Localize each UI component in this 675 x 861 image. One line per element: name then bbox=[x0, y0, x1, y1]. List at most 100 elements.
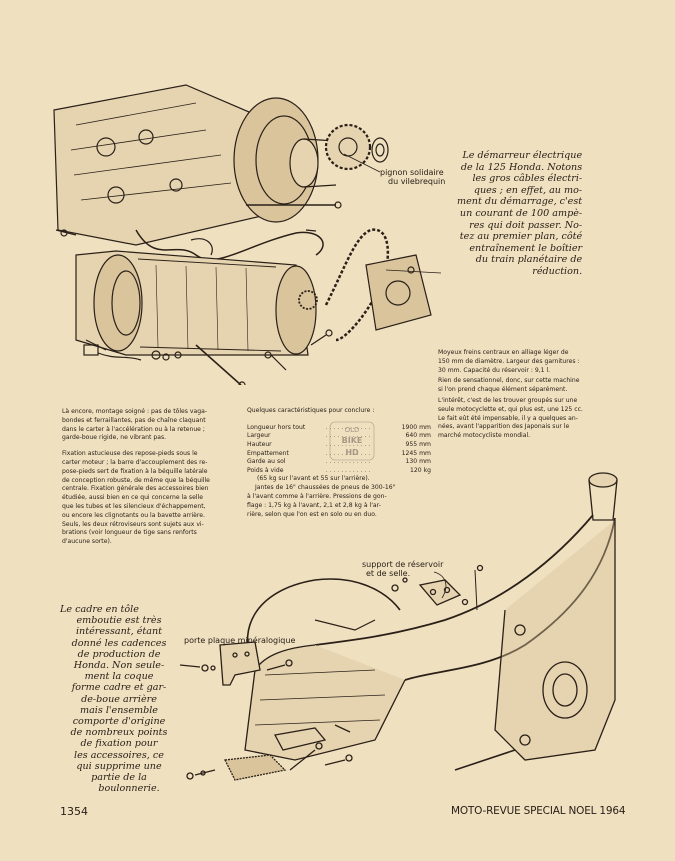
specs-intro: Quelques caractéristiques pour conclure … bbox=[247, 407, 375, 414]
support-label-line-2: et de selle. bbox=[366, 569, 411, 578]
starter-exploded-illustration bbox=[53, 84, 442, 385]
text-line: de conception robuste, de même que la bé… bbox=[62, 476, 210, 484]
text-line: centrale. Fixation générale des accessoi… bbox=[62, 485, 209, 493]
spec-label: Garde au sol bbox=[247, 458, 286, 466]
caption-line: res qui doit passer. No- bbox=[469, 219, 583, 231]
right-paragraph-3: L'intérêt, c'est de les trouver groupés … bbox=[438, 397, 618, 441]
caption-line: tez au premier plan, côté bbox=[459, 231, 583, 243]
starter-caption: Le démarreur électrique de la 125 Honda.… bbox=[457, 150, 582, 278]
support-leader-line bbox=[433, 571, 447, 599]
table-row: Longueur hors tout . . . . . . . . . . .… bbox=[247, 424, 431, 433]
caption-line: du train planétaire de bbox=[475, 254, 583, 266]
pignon-leader-line bbox=[343, 153, 381, 173]
text-line: bondes et ferraillantes, pas de chaîne c… bbox=[62, 416, 206, 424]
text-line: Rien de sensationnel, donc, sur cette ma… bbox=[438, 377, 580, 385]
left-column-text: Là encore, montage soigné : pas de tôles… bbox=[62, 408, 237, 551]
caption-line: ques ; en effet, au mo- bbox=[473, 184, 583, 196]
left-paragraph-2: Fixation astucieuse des repose-pieds sou… bbox=[62, 450, 237, 547]
oldbike-watermark: OLD BIKE HD bbox=[329, 421, 375, 461]
left-paragraph-1: Là encore, montage soigné : pas de tôles… bbox=[62, 408, 237, 443]
spec-label: Largeur bbox=[247, 432, 271, 440]
text-line: rière, selon que l'on est en solo ou en … bbox=[247, 510, 377, 518]
caption-line: réduction. bbox=[532, 265, 583, 277]
pignon-label-line-1: pignon solidaire bbox=[380, 168, 444, 177]
spec-value: 120 kg bbox=[410, 466, 431, 474]
caption-line: un courant de 100 ampè- bbox=[459, 207, 583, 219]
caption-line: de-boue arrière bbox=[81, 693, 157, 705]
text-line: si l'on prend chaque élément séparément. bbox=[438, 386, 568, 394]
text-line: flage : 1,75 kg à l'avant, 2,1 et 2,8 kg… bbox=[247, 501, 381, 509]
spec-value: 955 mm bbox=[405, 440, 431, 448]
caption-line: intéressant, étant bbox=[75, 626, 163, 638]
caption-line: de la 125 Honda. Notons bbox=[460, 161, 583, 173]
spec-dots: . . . . . . . . . . . . bbox=[325, 423, 371, 431]
right-paragraph-1: Moyeux freins centraux en alliage léger … bbox=[438, 349, 618, 375]
text-line: dans le carter à l'accélération ou à la … bbox=[62, 425, 205, 433]
pignon-label: pignon solidaire du vilebrequin bbox=[380, 168, 445, 186]
text-line: garde-boue rigide, ne vibrant pas. bbox=[62, 434, 167, 442]
caption-line: mais l'ensemble bbox=[79, 704, 158, 716]
spec-label: Empattement bbox=[247, 449, 289, 457]
text-line: 30 mm. Capacité du réservoir : 9,1 l. bbox=[438, 366, 551, 374]
spec-value: 1245 mm bbox=[401, 449, 431, 457]
spec-value: 640 mm bbox=[405, 432, 431, 440]
caption-line: de production de bbox=[77, 648, 161, 660]
table-row: Largeur . . . . . . . . . . . . 640 mm bbox=[247, 432, 431, 441]
spec-dots: . . . . . . . . . . . . bbox=[325, 466, 371, 474]
table-row: Hauteur . . . . . . . . . . . . 955 mm bbox=[247, 441, 431, 450]
table-row: Empattement . . . . . . . . . . . . 1245… bbox=[247, 450, 431, 459]
text-line: nées, avant l'apparition des Japonais su… bbox=[438, 423, 570, 431]
caption-line: qui supprime une bbox=[76, 760, 162, 772]
text-line: Seuls, les deux rétroviseurs sont sujets… bbox=[62, 520, 204, 528]
text-line: 150 mm de diamètre. Largeur des garnitur… bbox=[438, 357, 580, 365]
table-row: Garde au sol . . . . . . . . . . . . 130… bbox=[247, 458, 431, 467]
text-line: pose-pieds sert de fixation à la béquill… bbox=[62, 467, 208, 475]
text-line: Fixation astucieuse des repose-pieds sou… bbox=[62, 450, 198, 458]
spec-dots: . . . . . . . . . . . . bbox=[325, 432, 371, 440]
spec-value: 130 mm bbox=[405, 458, 431, 466]
caption-line: de nombreux points bbox=[70, 727, 168, 739]
text-line: à l'avant comme à l'arrière. Pressions d… bbox=[247, 492, 387, 500]
specs-table: Longueur hors tout . . . . . . . . . . .… bbox=[247, 424, 431, 476]
spec-dots: . . . . . . . . . . . . bbox=[325, 458, 371, 466]
spec-label: Poids à vide bbox=[247, 466, 284, 474]
frame-illustration bbox=[179, 472, 618, 781]
spec-dots: . . . . . . . . . . . . bbox=[325, 440, 371, 448]
caption-line: Le démarreur électrique bbox=[462, 150, 583, 161]
caption-line: les gros câbles électri- bbox=[472, 173, 583, 185]
pignon-label-line-2: du vilebrequin bbox=[388, 177, 446, 186]
caption-line: forme cadre et gar- bbox=[71, 682, 167, 694]
support-label-line-1: support de réservoir bbox=[362, 560, 444, 569]
caption-line: les accessoires, ce bbox=[74, 749, 164, 761]
spec-label: Longueur hors tout bbox=[247, 423, 306, 431]
caption-line: ment la coque bbox=[84, 671, 154, 683]
specs-column: Quelques caractéristiques pour conclure … bbox=[247, 407, 432, 519]
caption-line: donné les cadences bbox=[71, 637, 167, 649]
text-line: que les tubes et les silencieux d'échapp… bbox=[62, 502, 206, 510]
watermark-text-2: BIKE bbox=[342, 436, 363, 445]
right-column-text: Moyeux freins centraux en alliage léger … bbox=[438, 349, 618, 445]
frame-caption: Le cadre en tôle emboutie est très intér… bbox=[60, 604, 178, 794]
caption-line: emboutie est très bbox=[76, 615, 162, 627]
spec-label: Hauteur bbox=[247, 440, 272, 448]
text-line: ou encore les clignotants ou la bavette … bbox=[62, 511, 205, 519]
caption-line: Honda. Non seule- bbox=[73, 660, 165, 672]
text-line: seule motocyclette et, qui plus est, une… bbox=[438, 405, 583, 413]
caption-line: partie de la bbox=[91, 772, 147, 784]
caption-line: entraînement le boîtier bbox=[469, 242, 583, 254]
caption-line: ment du démarrage, c'est bbox=[457, 196, 583, 208]
caption-line: Le cadre en tôle bbox=[60, 604, 139, 615]
right-paragraph-2: Rien de sensationnel, donc, sur cette ma… bbox=[438, 377, 618, 395]
weight-note: (65 kg sur l'avant et 55 sur l'arrière). bbox=[257, 475, 370, 483]
spec-dots: . . . . . . . . . . . . bbox=[325, 449, 371, 457]
watermark-text-1: OLD bbox=[345, 426, 360, 434]
text-line: d'aucune sorte). bbox=[62, 538, 112, 546]
spec-value: 1900 mm bbox=[401, 423, 431, 431]
page-number: 1354 bbox=[60, 805, 88, 818]
caption-line: de fixation pour bbox=[80, 738, 158, 750]
text-line: Là encore, montage soigné : pas de tôles… bbox=[62, 408, 208, 415]
text-line: marché motocycliste mondial. bbox=[438, 432, 531, 440]
text-line: Le fait eût été impensable, il y a quelq… bbox=[438, 414, 578, 422]
text-line: Jantes de 16" chaussées de pneus de 300-… bbox=[255, 484, 396, 492]
